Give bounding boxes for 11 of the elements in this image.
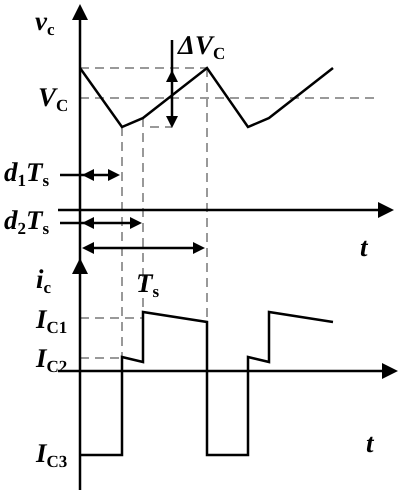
period-label: T$_{s}$ [136, 268, 160, 303]
axis-label: i$_{c}$ [36, 264, 52, 299]
level-label: V$_{C}$ [38, 82, 68, 117]
axis-label: t [360, 232, 368, 262]
axis-label: t [366, 428, 374, 458]
level-label: I$_{C1}$ [36, 304, 68, 339]
interval-label: d$_{1}$T$_{s}$ [4, 157, 50, 192]
interval-label: d$_{2}$T$_{s}$ [4, 205, 50, 240]
axis-label: v$_{c}$ [35, 6, 55, 41]
level-label: I$_{C3}$ [36, 438, 68, 473]
amplitude-label: ΔV$_{C}$ [178, 30, 226, 65]
